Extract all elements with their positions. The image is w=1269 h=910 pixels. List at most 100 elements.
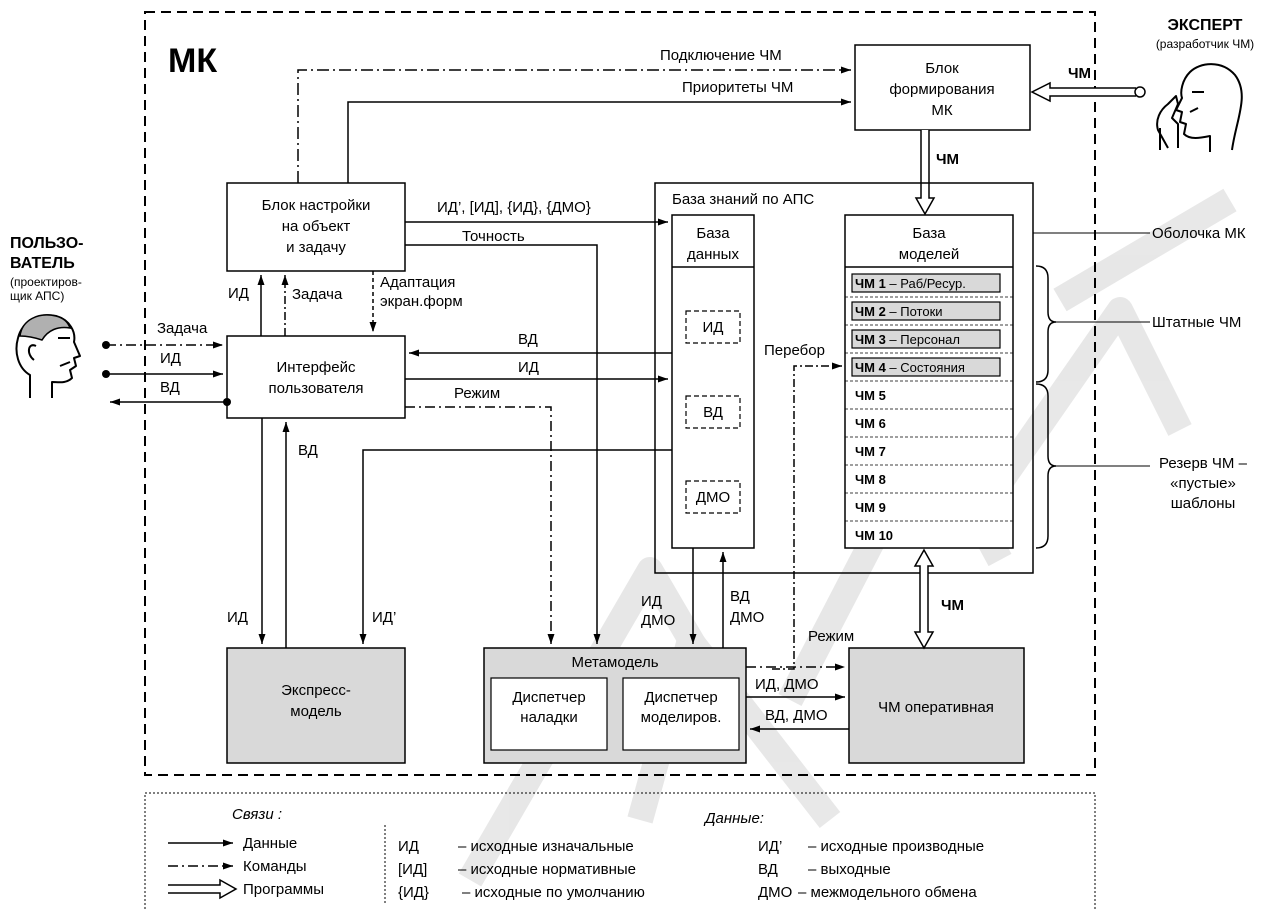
user-sub-1: (проектиров-	[10, 275, 82, 289]
search-label: Перебор	[764, 342, 825, 359]
formation-line1: Блок	[925, 60, 959, 77]
legend-def-left-3: {ИД}– исходные по умолчанию	[398, 884, 645, 901]
adapt-label-2: экран.форм	[380, 293, 463, 310]
reserve-model-9: ЧМ 9	[855, 500, 886, 515]
formation-line2: формирования	[889, 81, 994, 98]
mb-box	[845, 215, 1013, 548]
legend-links-title: Связи :	[232, 806, 282, 823]
d1-line2: наладки	[520, 709, 577, 726]
legend-link-command: Команды	[243, 858, 307, 875]
mb-title2: моделей	[899, 246, 959, 263]
accuracy-label: Точность	[462, 228, 525, 245]
standard-brace	[1036, 266, 1056, 382]
reserve-label-2: «пустые»	[1170, 475, 1236, 492]
meta-up-left1: ИД	[641, 593, 662, 610]
d1-line1: Диспетчер	[512, 689, 585, 706]
db-item-vd: ВД	[703, 404, 723, 421]
interface-block	[227, 336, 405, 418]
d2-line2: моделиров.	[641, 709, 722, 726]
setup-line3: и задачу	[286, 239, 346, 256]
std-model-2: ЧМ 2 – Потоки	[852, 302, 1000, 320]
setup-out-label: ИД’, [ИД], {ИД}, {ДМО}	[437, 199, 591, 216]
express-line1: Экспресс-	[281, 682, 351, 699]
user-task-label: Задача	[157, 320, 208, 337]
svg-text:ЧМ 1 – Раб/Ресур.: ЧМ 1 – Раб/Ресур.	[855, 276, 966, 291]
interface-line1: Интерфейс	[276, 359, 356, 376]
std-model-4: ЧМ 4 – Состояния	[852, 358, 1000, 376]
mb-title1: База	[912, 225, 946, 242]
mk-title: МК	[168, 42, 217, 80]
reserve-label-1: Резерв ЧМ –	[1159, 455, 1248, 472]
shell-label: Оболочка МК	[1152, 225, 1246, 242]
user-head-hair	[20, 315, 70, 340]
setup-line1: Блок настройки	[262, 197, 371, 214]
legend-link-program: Программы	[243, 881, 324, 898]
user-id-label: ИД	[160, 350, 181, 367]
connect-label: Подключение ЧМ	[660, 47, 782, 64]
priority-line	[348, 102, 851, 183]
legend-link-data: Данные	[243, 835, 297, 852]
operative-program-arrow	[915, 550, 933, 648]
formation-down-label: ЧМ	[936, 151, 959, 168]
operative-vd-dmo: ВД, ДМО	[765, 707, 828, 724]
expert-subtitle: (разработчик ЧМ)	[1156, 37, 1254, 51]
reserve-model-5: ЧМ 5	[855, 388, 886, 403]
db-item-dmo: ДМО	[696, 489, 730, 506]
user-title-2: ВАТЕЛЬ	[10, 255, 75, 272]
user-vd-label: ВД	[160, 379, 180, 396]
interface-vd-in-label: ВД	[518, 331, 538, 348]
operative-mode-label: Режим	[808, 628, 854, 645]
express-line2: модель	[290, 703, 342, 720]
setup-id-up-label: ИД	[228, 285, 249, 302]
svg-text:ЧМ 4 – Состояния: ЧМ 4 – Состояния	[855, 360, 965, 375]
express-id-label: ИД	[227, 609, 248, 626]
reserve-model-6: ЧМ 6	[855, 416, 886, 431]
expert-head-icon	[1157, 64, 1242, 152]
legend-program-arrow	[168, 880, 236, 898]
reserve-model-7: ЧМ 7	[855, 444, 886, 459]
kb-title: База знаний по АПС	[672, 191, 814, 208]
user-sub-2: щик АПС)	[10, 289, 64, 303]
legend-def-right-2: ВД– выходные	[758, 861, 891, 878]
legend-def-left-2: [ИД]– исходные нормативные	[398, 861, 636, 878]
svg-text:ЧМ 2 – Потоки: ЧМ 2 – Потоки	[855, 304, 943, 319]
expert-title: ЭКСПЕРТ	[1168, 17, 1243, 34]
reserve-label-3: шаблоны	[1171, 495, 1236, 512]
setup-line2: на объект	[282, 218, 351, 235]
formation-program-arrow	[916, 130, 934, 214]
legend-def-right-1: ИД’– исходные производные	[758, 838, 984, 855]
meta-title: Метамодель	[571, 654, 658, 671]
operative-id-dmo: ИД, ДМО	[755, 676, 819, 693]
svg-text:ЧМ 3 – Персонал: ЧМ 3 – Персонал	[855, 332, 960, 347]
operative-chm-label: ЧМ	[941, 597, 964, 614]
standard-label: Штатные ЧМ	[1152, 314, 1241, 331]
d2-line1: Диспетчер	[644, 689, 717, 706]
db-title2: данных	[687, 246, 739, 263]
operative-title: ЧМ оперативная	[878, 699, 994, 716]
adapt-label-1: Адаптация	[380, 274, 455, 291]
db-title1: База	[696, 225, 730, 242]
user-title-1: ПОЛЬЗО-	[10, 235, 83, 252]
reserve-model-8: ЧМ 8	[855, 472, 886, 487]
interface-mode-line	[405, 407, 551, 644]
express-id2-label: ИД’	[372, 609, 396, 626]
interface-mode-label: Режим	[454, 385, 500, 402]
formation-line3: МК	[931, 102, 952, 119]
interface-line2: пользователя	[269, 380, 364, 397]
reserve-model-10: ЧМ 10	[855, 528, 893, 543]
meta-up-left2: ДМО	[641, 612, 675, 629]
legend-data-title: Данные:	[703, 810, 764, 827]
expert-arrow-label: ЧМ	[1068, 65, 1091, 82]
meta-up-right2: ДМО	[730, 609, 764, 626]
db-item-id: ИД	[703, 319, 724, 336]
legend-def-right-3: ДМО– межмодельного обмена	[758, 884, 977, 901]
interface-vd-down-label: ВД	[298, 442, 318, 459]
expert-program-arrow	[1032, 83, 1145, 101]
interface-id-out-label: ИД	[518, 359, 539, 376]
setup-task-label: Задача	[292, 286, 343, 303]
std-model-3: ЧМ 3 – Персонал	[852, 330, 1000, 348]
meta-up-right1: ВД	[730, 588, 750, 605]
std-model-1: ЧМ 1 – Раб/Ресур.	[852, 274, 1000, 292]
legend-def-left-1: ИД– исходные изначальные	[398, 838, 634, 855]
